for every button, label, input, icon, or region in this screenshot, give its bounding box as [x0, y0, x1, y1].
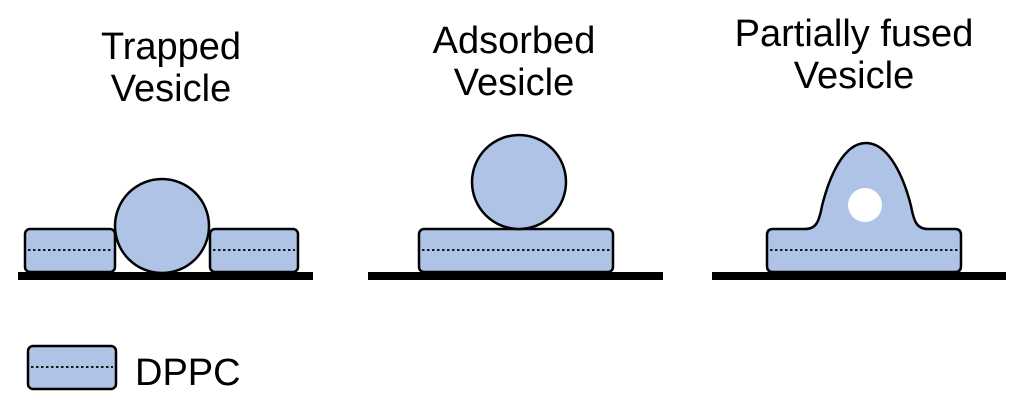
title-line-2: Vesicle	[793, 55, 915, 97]
panel-adsorbed-graphic	[368, 133, 663, 280]
substrate-line	[18, 272, 313, 280]
adsorbed-vesicle	[470, 133, 568, 231]
panel-title-trapped: Trapped Vesicle	[76, 26, 266, 110]
panel-partially-fused-graphic	[712, 141, 1006, 280]
substrate-line	[368, 272, 663, 280]
panel-title-adsorbed: Adsorbed Vesicle	[414, 20, 614, 104]
panel-trapped-graphic	[18, 177, 313, 280]
substrate-line	[712, 272, 1006, 280]
panel-title-partially-fused: Partially fused Vesicle	[712, 13, 996, 97]
title-line-1: Partially fused	[734, 13, 974, 55]
bilayer-block-icon	[26, 344, 118, 391]
trapped-vesicle	[113, 177, 211, 275]
title-line-2: Vesicle	[453, 62, 575, 104]
legend-label: DPPC	[135, 352, 241, 394]
title-line-1: Adsorbed	[432, 20, 596, 62]
title-line-1: Trapped	[100, 26, 242, 68]
vesicle-lumen	[848, 188, 882, 222]
title-line-2: Vesicle	[110, 68, 232, 110]
